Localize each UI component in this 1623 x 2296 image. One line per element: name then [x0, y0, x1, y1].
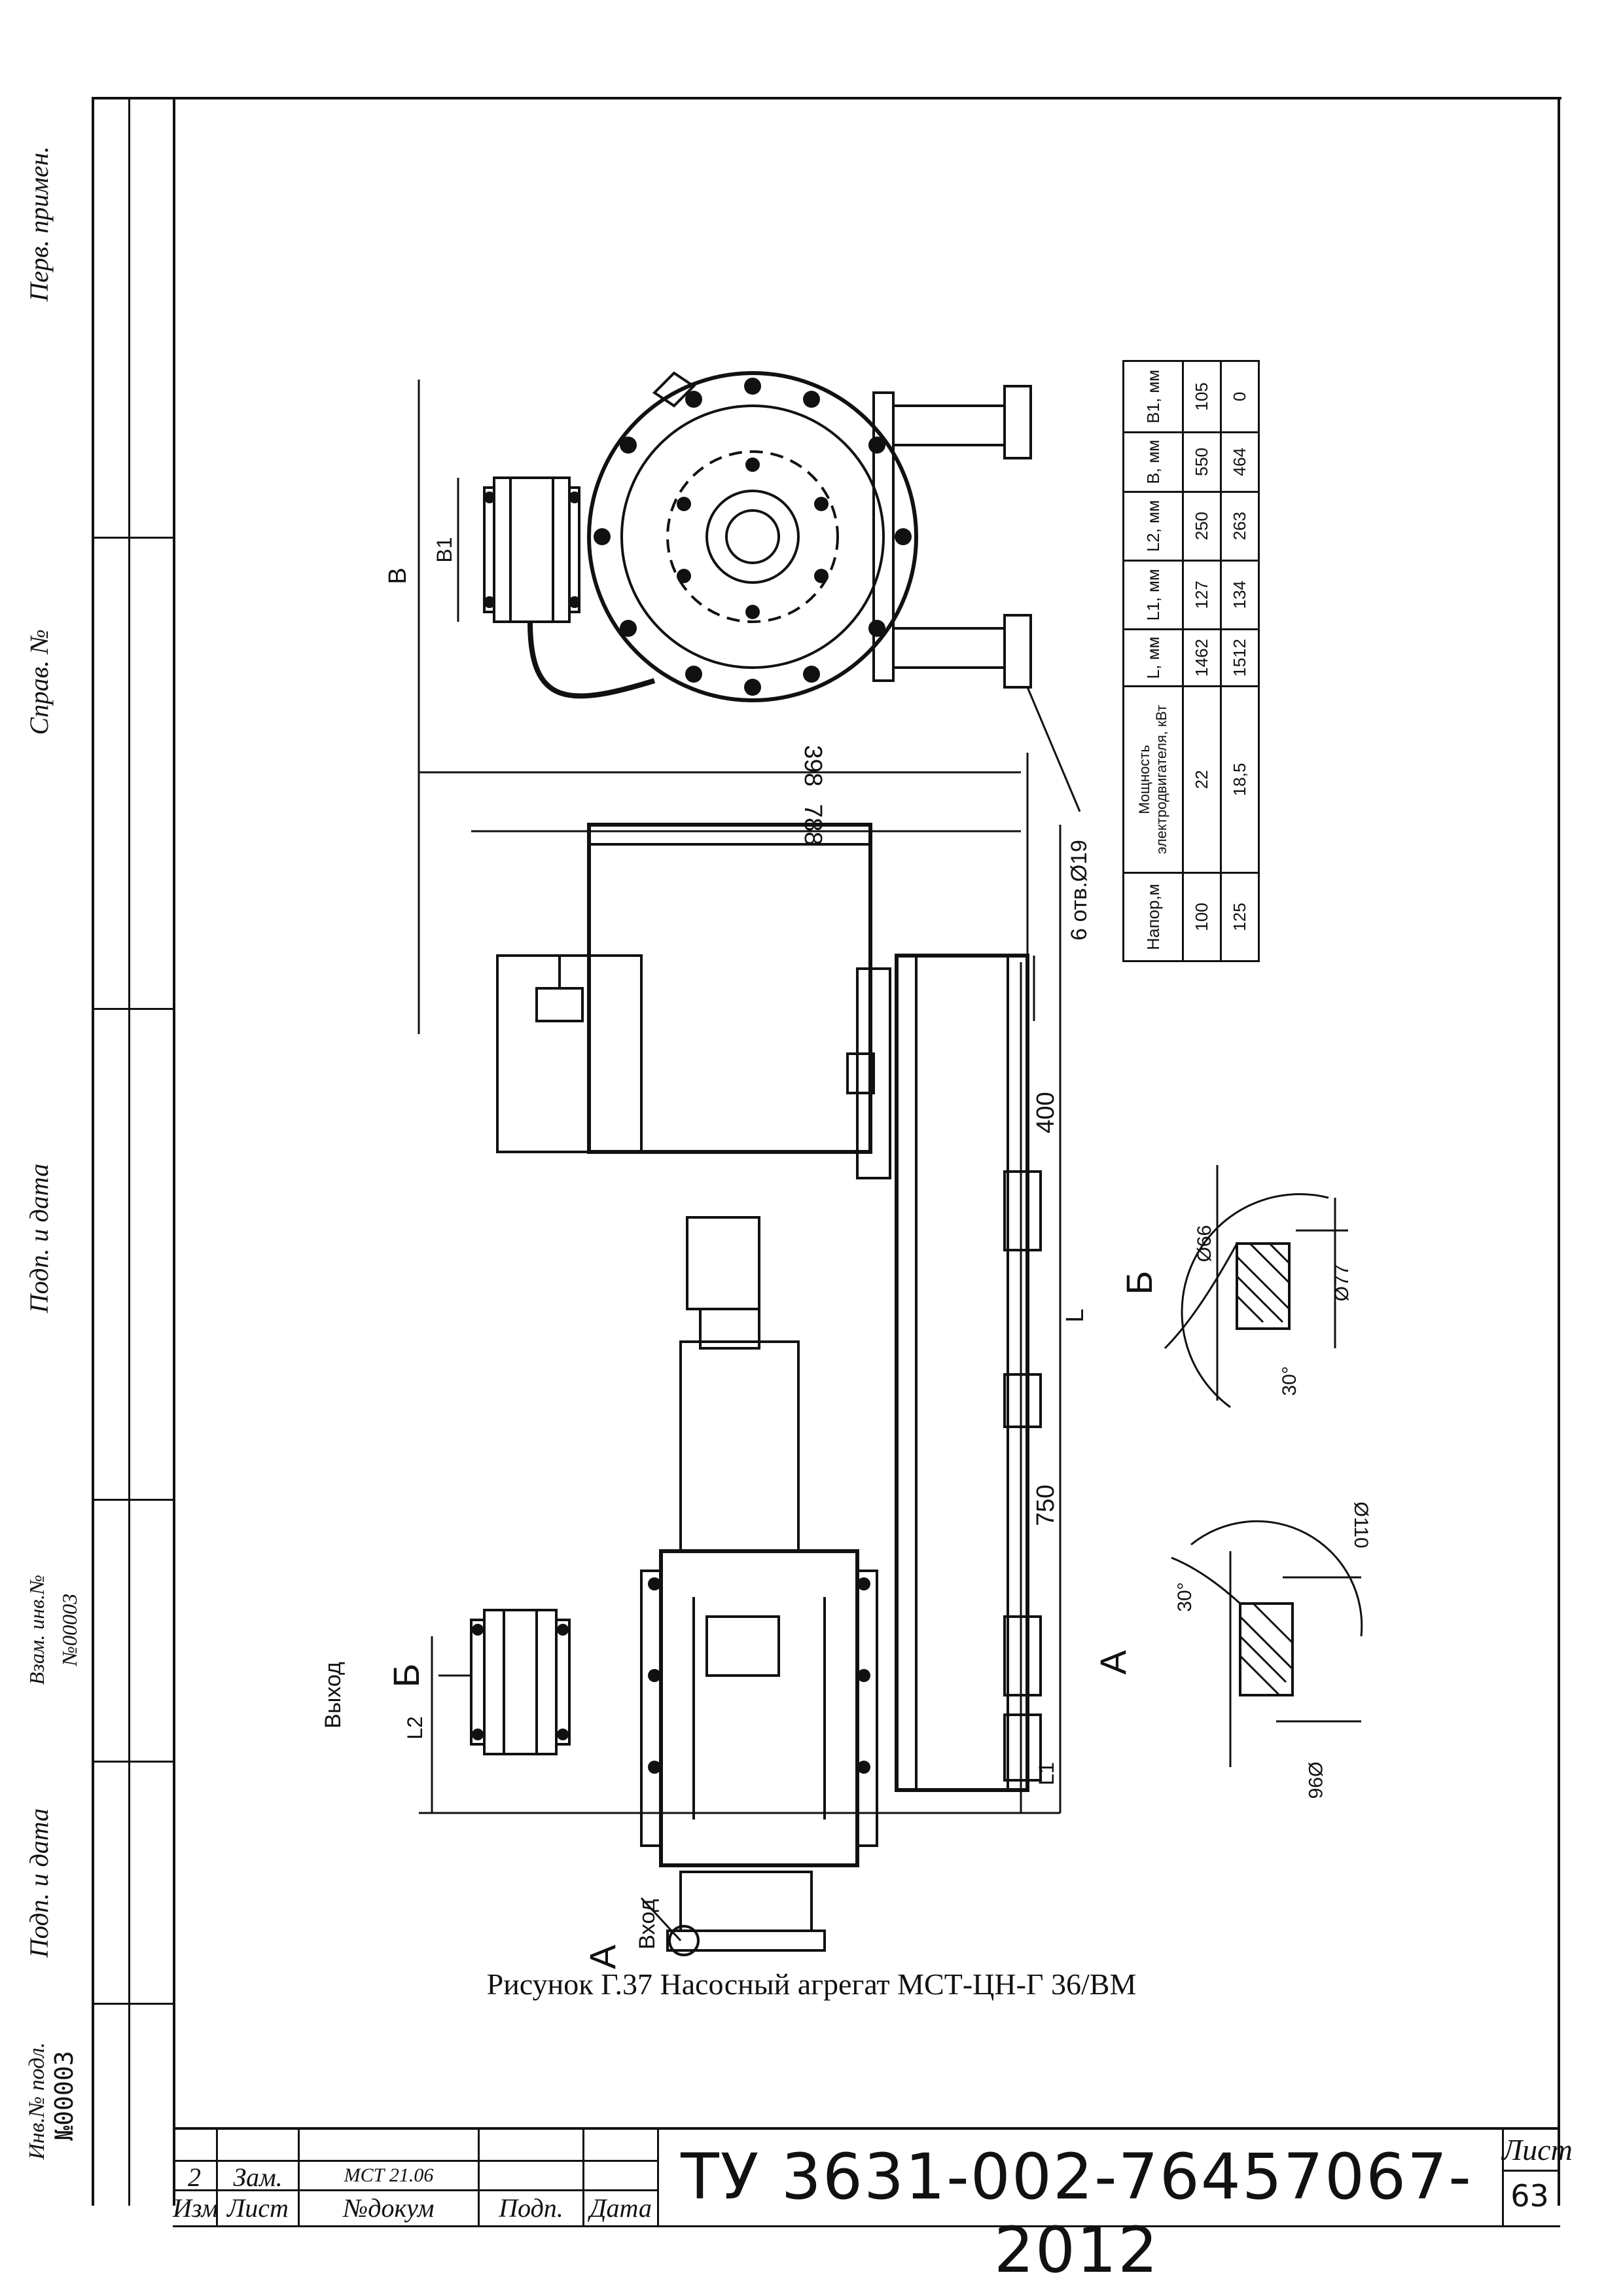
document-code: ТУ 3631-002-76457067-2012: [681, 2140, 1472, 2287]
spec-cell: 1512: [1221, 629, 1259, 687]
spec-header-cell: L, мм: [1123, 629, 1183, 687]
side-inv-podl-value: №00003: [50, 2051, 79, 2141]
tb-line-1: [173, 2160, 657, 2162]
side-sep-2: [92, 1008, 175, 1010]
mark-b-detail-label: Б: [1118, 1271, 1160, 1295]
spec-cell: 464: [1221, 432, 1259, 492]
dim-400-label: 400: [1032, 1092, 1060, 1133]
spec-cell: 22: [1183, 686, 1221, 873]
detail-a-d110: Ø110: [1350, 1501, 1372, 1548]
mark-a-detail-label: А: [1092, 1650, 1133, 1675]
spec-cell: 250: [1183, 492, 1221, 561]
spec-cell: 134: [1221, 560, 1259, 630]
dim-l-label: L: [1061, 1308, 1089, 1322]
detail-b-d66: Ø66: [1194, 1225, 1215, 1263]
dim-b1-label: B1: [433, 537, 456, 562]
tb-line-top: [173, 2127, 657, 2129]
side-sep-3: [92, 1499, 175, 1501]
figure-caption: Рисунок Г.37 Насосный агрегат МСТ-ЦН-Г 3…: [486, 1967, 1137, 2001]
side-sep-4: [92, 1761, 175, 1763]
spec-table-wrapper: Напор,м Мощность электродвигателя, кВт L…: [1122, 360, 1260, 962]
detail-b-angle: 30°: [1279, 1366, 1300, 1395]
spec-table: Напор,м Мощность электродвигателя, кВт L…: [1122, 360, 1260, 962]
outlet-label: Выход: [321, 1662, 346, 1729]
dim-750-label: 750: [1032, 1484, 1060, 1526]
tb-vsep: [582, 2127, 584, 2225]
spec-cell: 0: [1221, 361, 1259, 433]
tb-line-bottom: [173, 2225, 1560, 2227]
detail-a-d96: Ø96: [1304, 1762, 1326, 1799]
spec-cell: 100: [1183, 872, 1221, 961]
frame-left-inner: [173, 98, 175, 2206]
spec-header-cell: B1, мм: [1123, 361, 1183, 433]
tb-list-value: Зам.: [233, 2162, 283, 2192]
spec-cell: 18,5: [1221, 686, 1259, 873]
side-sep-5: [92, 2003, 175, 2005]
pump-unit-drawing: B B1 398 788 6 отв.Ø19 400 750 L L1 L2 В…: [321, 371, 1372, 1969]
frame-left-outer: [92, 98, 94, 2206]
side-sep-1: [92, 537, 175, 539]
table-row: 125 18,5 1512 134 263 464 0: [1221, 361, 1259, 961]
spec-cell: 105: [1183, 361, 1221, 433]
dim-398-label: 398: [799, 745, 827, 786]
tb-vsep: [478, 2127, 480, 2225]
tb-doc-value: МСТ 21.06: [344, 2164, 434, 2186]
spec-header-cell: L1, мм: [1123, 560, 1183, 630]
spec-table-header-row: Напор,м Мощность электродвигателя, кВт L…: [1123, 361, 1183, 961]
side-inv-podl: Инв.№ подл.: [25, 2042, 49, 2160]
tb-izm-header: Изм: [173, 2193, 219, 2223]
tb-list-header: Лист: [227, 2193, 289, 2223]
tb-doc-header: №докум: [343, 2193, 435, 2223]
inlet-label: Вход: [635, 1899, 660, 1949]
spec-cell: 550: [1183, 432, 1221, 492]
holes-label: 6 отв.Ø19: [1067, 840, 1092, 941]
mark-a-label: А: [582, 1945, 623, 1969]
mark-b-label: Б: [385, 1664, 427, 1688]
side-view: [419, 823, 1061, 1956]
spec-header-cell: L2, мм: [1123, 492, 1183, 561]
tb-sheet-line: [1502, 2170, 1560, 2172]
tb-vsep-sheet: [1502, 2127, 1504, 2225]
tb-vsep: [657, 2127, 659, 2225]
end-view: [418, 371, 1081, 1034]
tb-vsep: [298, 2127, 300, 2225]
frame-right: [1558, 98, 1560, 2206]
tb-izm-value: 2: [188, 2162, 201, 2192]
detail-b: [1164, 1165, 1348, 1408]
spec-cell: 1462: [1183, 629, 1221, 687]
spec-cell: 263: [1221, 492, 1259, 561]
dim-l1-label: L1: [1035, 1762, 1058, 1785]
dim-788-label: 788: [799, 804, 827, 845]
sheet-number: 63: [1510, 2178, 1549, 2214]
frame-top: [92, 97, 1561, 99]
spec-cell: 127: [1183, 560, 1221, 630]
detail-b-d77: Ø77: [1331, 1265, 1353, 1302]
detail-a: [1171, 1520, 1363, 1767]
tb-podp-header: Подп.: [499, 2193, 563, 2223]
spec-header-cell: Мощность электродвигателя, кВт: [1123, 686, 1183, 873]
dim-b-label: B: [384, 567, 412, 584]
tb-date-header: Дата: [590, 2193, 652, 2223]
frame-bottom: [173, 2127, 1560, 2130]
tb-vsep: [216, 2127, 218, 2225]
spec-cell: 125: [1221, 872, 1259, 961]
tb-line-2: [173, 2189, 657, 2191]
side-mid-line: [128, 98, 130, 2206]
detail-a-angle: 30°: [1174, 1582, 1196, 1611]
spec-header-cell: Напор,м: [1123, 872, 1183, 961]
dim-l2-label: L2: [403, 1716, 427, 1740]
sheet-label: Лист: [1502, 2133, 1573, 2166]
table-row: 100 22 1462 127 250 550 105: [1183, 361, 1221, 961]
spec-header-cell: B, мм: [1123, 432, 1183, 492]
